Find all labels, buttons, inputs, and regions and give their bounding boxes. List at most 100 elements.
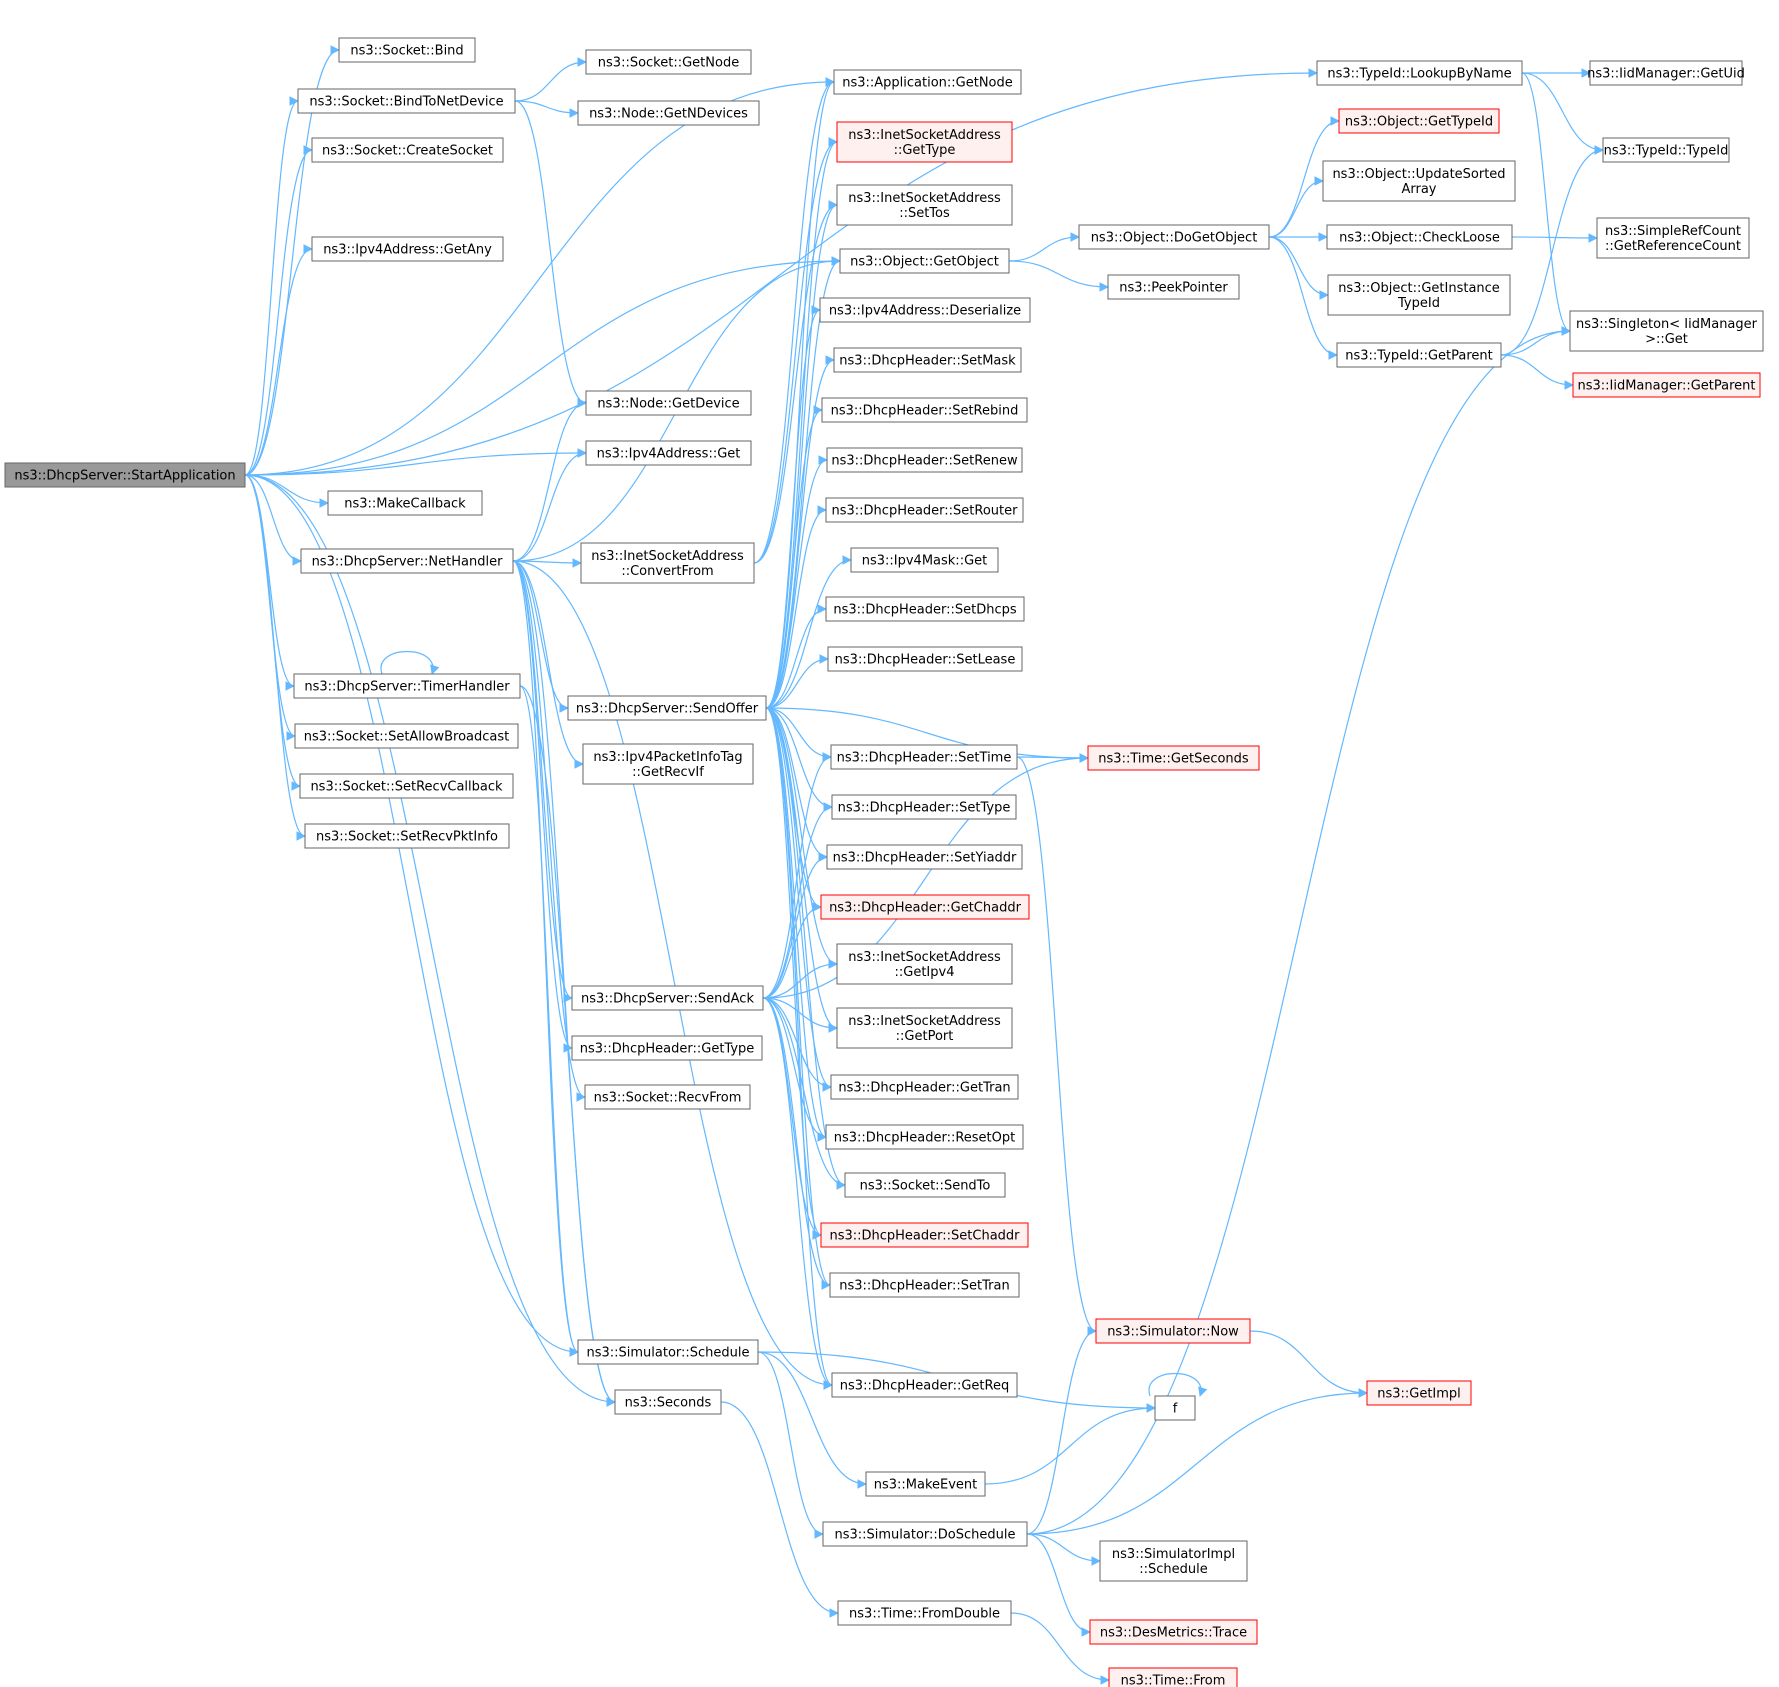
node-box[interactable] (311, 137, 504, 163)
node-box[interactable] (831, 794, 1017, 820)
node-box[interactable] (327, 490, 483, 516)
node-setrecvcb[interactable]: ns3::Socket::SetRecvCallback (299, 773, 514, 799)
node-typeidtypeid[interactable]: ns3::TypeId::TypeId (1602, 137, 1730, 163)
node-box[interactable] (582, 743, 754, 785)
node-box[interactable] (1572, 372, 1761, 398)
node-box[interactable] (4, 462, 246, 488)
node-simimplsched[interactable]: ns3::SimulatorImpl::Schedule (1099, 1540, 1248, 1582)
node-isagetport[interactable]: ns3::InetSocketAddress::GetPort (836, 1007, 1013, 1049)
node-box[interactable] (833, 347, 1022, 373)
node-box[interactable] (836, 943, 1013, 985)
node-box[interactable] (1602, 137, 1730, 163)
node-box[interactable] (1327, 274, 1511, 316)
node-resetopt[interactable]: ns3::DhcpHeader::ResetOpt (825, 1124, 1024, 1150)
node-box[interactable] (584, 1084, 751, 1110)
node-recvfrom[interactable]: ns3::Socket::RecvFrom (584, 1084, 751, 1110)
node-box[interactable] (825, 497, 1024, 523)
node-bind[interactable]: ns3::Socket::Bind (338, 37, 476, 63)
node-bindtonet[interactable]: ns3::Socket::BindToNetDevice (297, 88, 516, 114)
node-makecallback[interactable]: ns3::MakeCallback (327, 490, 483, 516)
node-setrebind[interactable]: ns3::DhcpHeader::SetRebind (821, 397, 1028, 423)
node-deserialize[interactable]: ns3::Ipv4Address::Deserialize (819, 297, 1031, 323)
node-box[interactable] (1089, 1619, 1258, 1645)
node-dogetobject[interactable]: ns3::Object::DoGetObject (1078, 224, 1270, 250)
node-box[interactable] (300, 548, 514, 574)
node-box[interactable] (1336, 342, 1502, 368)
node-box[interactable] (821, 397, 1028, 423)
node-sendack[interactable]: ns3::DhcpServer::SendAck (571, 985, 764, 1011)
node-box[interactable] (304, 823, 510, 849)
node-setlease[interactable]: ns3::DhcpHeader::SetLease (827, 646, 1023, 672)
node-box[interactable] (585, 390, 752, 416)
node-box[interactable] (614, 1389, 722, 1415)
node-box[interactable] (293, 673, 521, 699)
node-settime[interactable]: ns3::DhcpHeader::SetTime (830, 744, 1018, 770)
node-desmetrics[interactable]: ns3::DesMetrics::Trace (1089, 1619, 1258, 1645)
node-getrecvif[interactable]: ns3::Ipv4PacketInfoTag::GetRecvIf (582, 743, 754, 785)
node-box[interactable] (1326, 224, 1513, 250)
node-box[interactable] (338, 37, 476, 63)
node-setallow[interactable]: ns3::Socket::SetAllowBroadcast (294, 723, 519, 749)
node-box[interactable] (299, 773, 514, 799)
node-box[interactable] (294, 723, 519, 749)
node-box[interactable] (297, 88, 516, 114)
node-box[interactable] (831, 1372, 1018, 1398)
node-box[interactable] (1338, 108, 1500, 134)
node-box[interactable] (829, 1272, 1020, 1298)
node-checkloose[interactable]: ns3::Object::CheckLoose (1326, 224, 1513, 250)
node-box[interactable] (836, 184, 1013, 226)
node-getreq[interactable]: ns3::DhcpHeader::GetReq (831, 1372, 1018, 1398)
node-box[interactable] (1099, 1540, 1248, 1582)
node-box[interactable] (577, 1339, 759, 1365)
node-box[interactable] (827, 646, 1023, 672)
node-box[interactable] (830, 744, 1018, 770)
node-doschedule[interactable]: ns3::Simulator::DoSchedule (822, 1521, 1028, 1547)
node-settype[interactable]: ns3::DhcpHeader::SetType (831, 794, 1017, 820)
node-box[interactable] (1596, 217, 1750, 259)
node-box[interactable] (1316, 60, 1523, 86)
node-getobject[interactable]: ns3::Object::GetObject (839, 248, 1010, 274)
node-createsock[interactable]: ns3::Socket::CreateSocket (311, 137, 504, 163)
node-lookup[interactable]: ns3::TypeId::LookupByName (1316, 60, 1523, 86)
node-setrenew[interactable]: ns3::DhcpHeader::SetRenew (826, 447, 1023, 473)
node-hdrgettype[interactable]: ns3::DhcpHeader::GetType (571, 1035, 763, 1061)
node-maskget[interactable]: ns3::Ipv4Mask::Get (850, 547, 999, 573)
node-setrouter[interactable]: ns3::DhcpHeader::SetRouter (825, 497, 1024, 523)
node-ipv4get[interactable]: ns3::Ipv4Address::Get (585, 440, 752, 466)
node-objgettypeid[interactable]: ns3::Object::GetTypeId (1338, 108, 1500, 134)
node-box[interactable] (580, 542, 755, 584)
node-box[interactable] (1154, 1395, 1196, 1421)
node-box[interactable] (865, 1471, 986, 1497)
node-nodegetndev[interactable]: ns3::Node::GetNDevices (577, 100, 760, 126)
node-peekpointer[interactable]: ns3::PeekPointer (1107, 274, 1240, 300)
node-getuid[interactable]: ns3::IidManager::GetUid (1587, 60, 1745, 86)
node-timerhandler[interactable]: ns3::DhcpServer::TimerHandler (293, 673, 521, 699)
node-setchaddr[interactable]: ns3::DhcpHeader::SetChaddr (820, 1222, 1029, 1248)
node-box[interactable] (825, 1124, 1024, 1150)
node-isaconvert[interactable]: ns3::InetSocketAddress::ConvertFrom (580, 542, 755, 584)
node-box[interactable] (567, 695, 767, 721)
node-box[interactable] (1569, 310, 1764, 352)
node-nethandler[interactable]: ns3::DhcpServer::NetHandler (300, 548, 514, 574)
node-box[interactable] (826, 447, 1023, 473)
node-fromdouble[interactable]: ns3::Time::FromDouble (837, 1600, 1012, 1626)
node-box[interactable] (1107, 274, 1240, 300)
node-singleton[interactable]: ns3::Singleton< IidManager >::Get (1569, 310, 1764, 352)
node-box[interactable] (1095, 1318, 1251, 1344)
node-box[interactable] (585, 440, 752, 466)
node-timefrom[interactable]: ns3::Time::From (1108, 1667, 1238, 1687)
node-setdhcps[interactable]: ns3::DhcpHeader::SetDhcps (825, 596, 1025, 622)
node-f[interactable]: f (1154, 1395, 1196, 1421)
node-simschedule[interactable]: ns3::Simulator::Schedule (577, 1339, 759, 1365)
node-box[interactable] (822, 1521, 1028, 1547)
node-box[interactable] (311, 236, 504, 262)
node-getany[interactable]: ns3::Ipv4Address::GetAny (311, 236, 504, 262)
node-box[interactable] (830, 1074, 1019, 1100)
node-makeevent[interactable]: ns3::MakeEvent (865, 1471, 986, 1497)
node-box[interactable] (819, 297, 1031, 323)
node-box[interactable] (850, 547, 999, 573)
node-box[interactable] (1087, 745, 1260, 771)
node-box[interactable] (820, 1222, 1029, 1248)
